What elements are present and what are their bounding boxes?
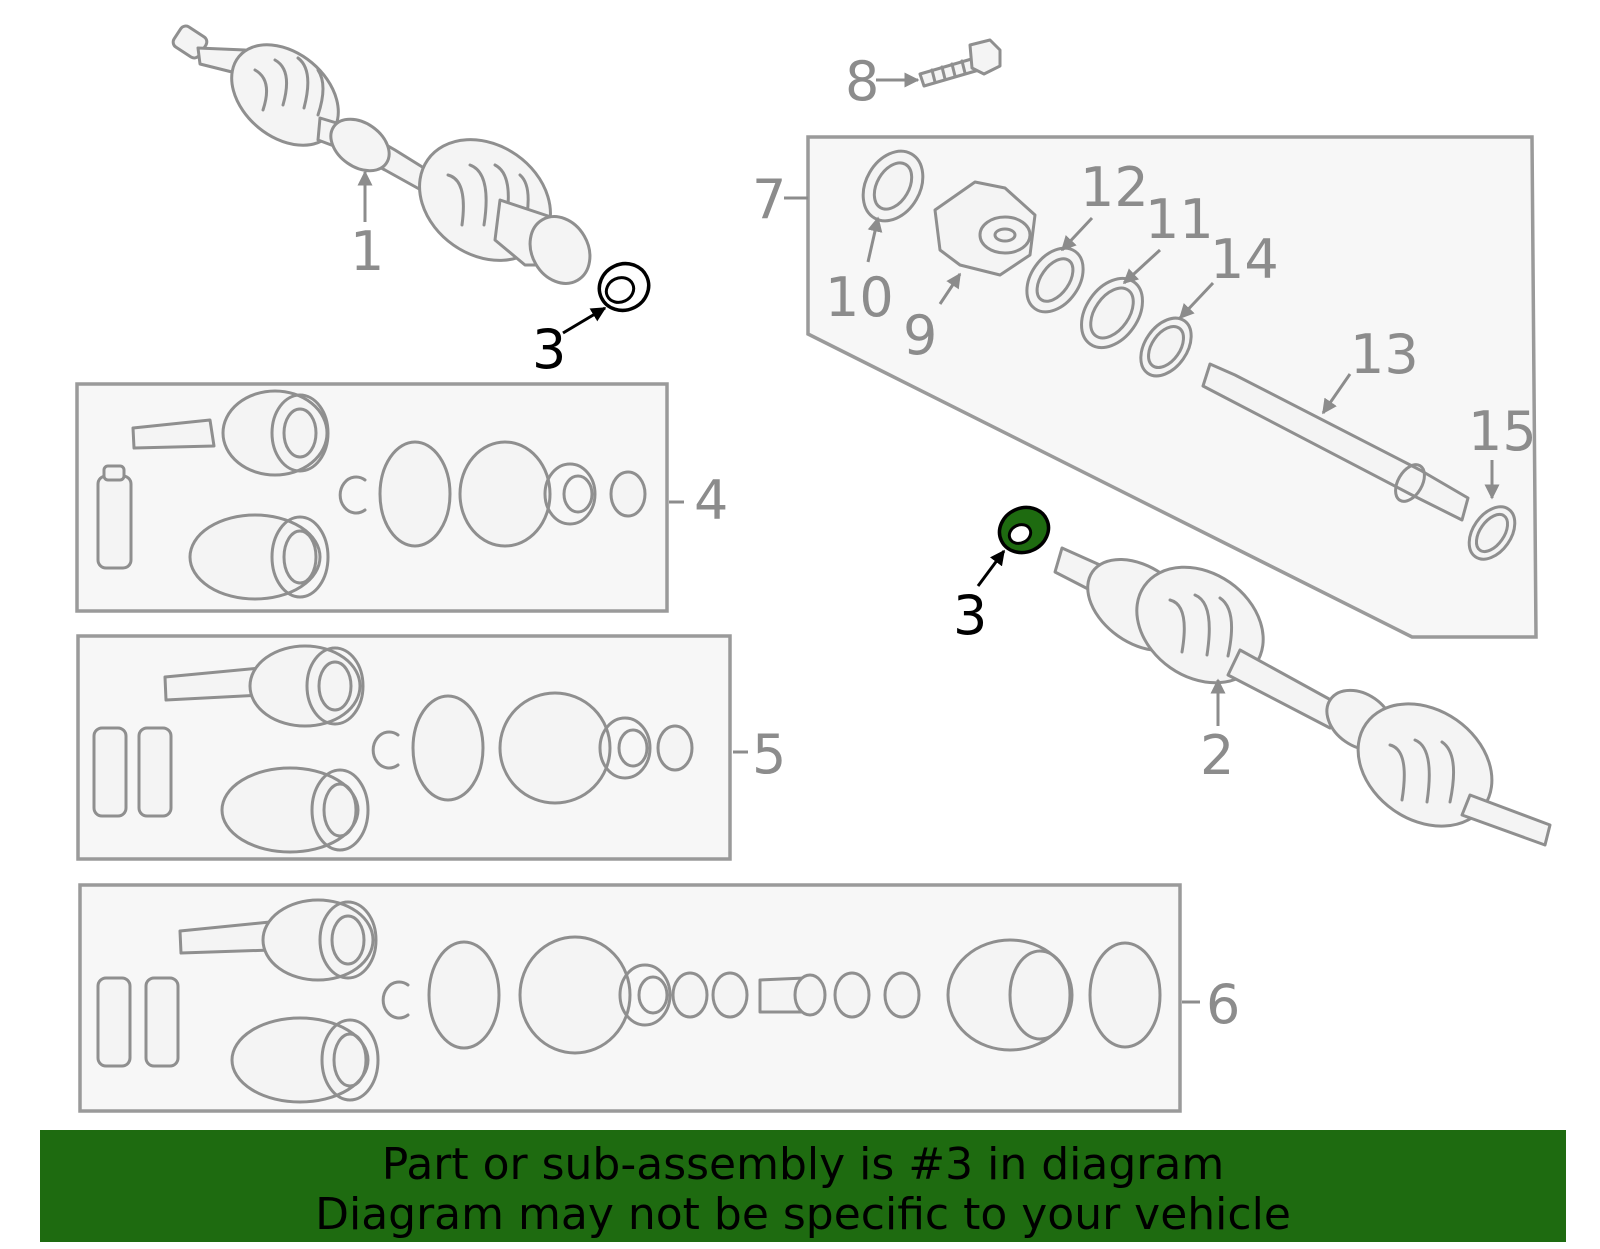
box-part-4 <box>75 382 669 613</box>
label-part-9: 9 <box>903 304 937 367</box>
ring-part-12[interactable] <box>1015 238 1094 323</box>
label-part-15: 15 <box>1468 400 1537 463</box>
label-part-7: 7 <box>752 168 786 231</box>
ring-part-15[interactable] <box>1460 498 1524 567</box>
box-part-5 <box>76 634 732 861</box>
ring-part-14[interactable] <box>1130 309 1201 386</box>
kit-parts-5[interactable] <box>92 644 694 854</box>
label-part-1: 1 <box>350 220 384 283</box>
label-part-2: 2 <box>1200 724 1234 787</box>
kit-parts-4[interactable] <box>96 389 647 601</box>
label-part-8: 8 <box>845 50 879 113</box>
label-part-13: 13 <box>1350 323 1419 386</box>
label-part-12: 12 <box>1080 156 1149 219</box>
label-part-3-upper: 3 <box>532 318 566 381</box>
label-part-3-lower: 3 <box>953 584 987 647</box>
shaft-part-13[interactable] <box>1201 362 1470 522</box>
drive-shaft-part-2[interactable] <box>1053 541 1552 852</box>
label-part-14: 14 <box>1210 228 1279 291</box>
bolt-part-8[interactable] <box>918 38 1002 88</box>
label-part-4: 4 <box>694 469 728 532</box>
kit-parts-6[interactable] <box>96 898 1162 1104</box>
label-part-6: 6 <box>1206 973 1240 1036</box>
ring-part-3-upper[interactable] <box>592 256 657 319</box>
bracket-part-9[interactable] <box>933 180 1037 277</box>
label-part-11: 11 <box>1145 188 1214 251</box>
label-part-5: 5 <box>752 723 786 786</box>
label-part-10: 10 <box>825 266 894 329</box>
drive-shaft-part-1[interactable] <box>171 24 602 295</box>
banner-line-part-number: Part or sub-assembly is #3 in diagram <box>381 1139 1225 1190</box>
banner-line-disclaimer: Diagram may not be specific to your vehi… <box>315 1189 1291 1240</box>
info-banner: Part or sub-assembly is #3 in diagram Di… <box>40 1130 1566 1242</box>
ring-part-3-lower-highlighted[interactable] <box>992 499 1056 560</box>
